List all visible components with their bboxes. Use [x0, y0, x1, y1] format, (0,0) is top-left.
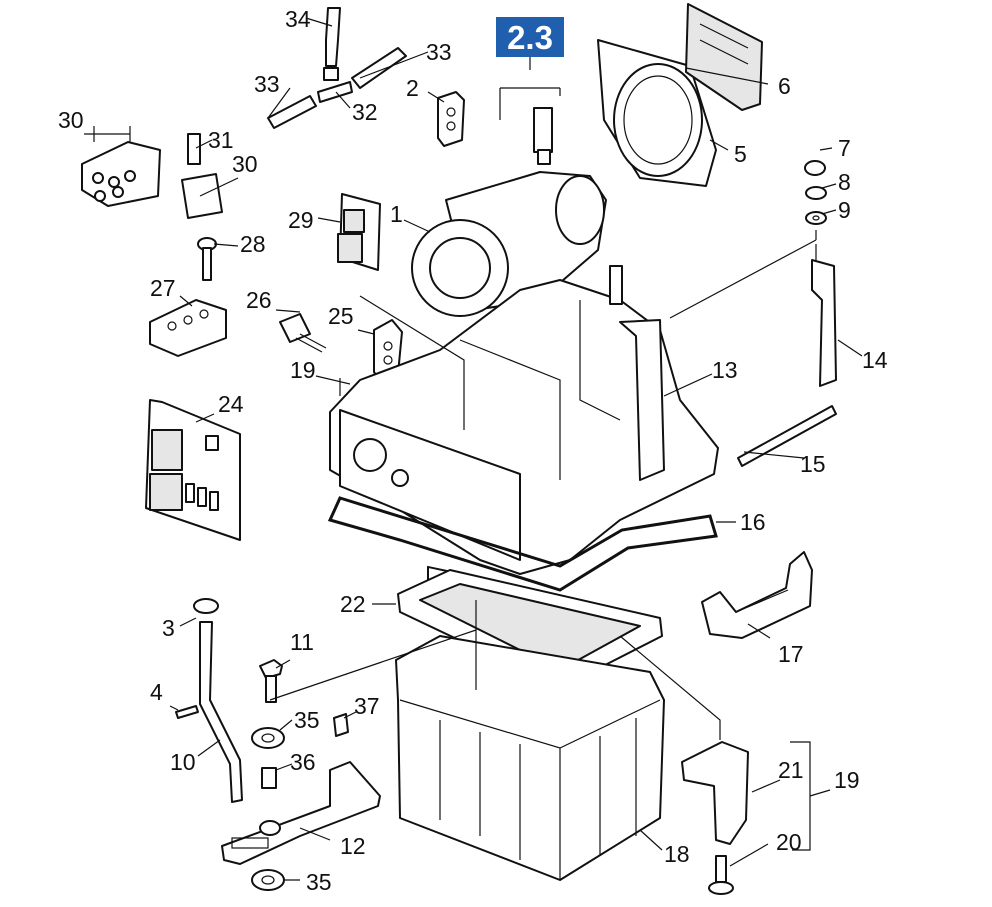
callout-4: 4 [150, 679, 163, 705]
part-fan-cover-5[interactable] [597, 39, 717, 187]
part-bracket-14[interactable] [811, 244, 837, 387]
callout-20: 20 [776, 829, 802, 855]
part-flap-6[interactable] [685, 3, 763, 111]
part-gasket-16[interactable] [327, 496, 718, 592]
part-relay-board-29[interactable] [337, 193, 381, 271]
callout-19-right: 19 [834, 767, 860, 793]
section-badge-text: 2.3 [507, 19, 553, 56]
callout-30-left: 30 [58, 107, 84, 133]
callout-1: 1 [390, 201, 403, 227]
callout-21: 21 [778, 757, 804, 783]
part-main-housing-13[interactable] [329, 265, 719, 604]
callout-16: 16 [740, 509, 766, 535]
callout-8: 8 [838, 169, 851, 195]
part-washer-35-top[interactable] [251, 727, 285, 749]
part-washer-8[interactable] [805, 186, 827, 200]
leader-lines [84, 17, 863, 881]
part-washer-3[interactable] [193, 598, 219, 614]
part-screw-20[interactable] [708, 855, 734, 895]
callout-22: 22 [340, 591, 366, 617]
callout-25: 25 [328, 303, 354, 329]
part-capacitor-26[interactable] [279, 313, 327, 353]
callout-18: 18 [664, 841, 690, 867]
callout-27: 27 [150, 275, 176, 301]
callout-7: 7 [838, 135, 851, 161]
callout-31: 31 [208, 127, 234, 153]
part-fuse-31[interactable] [187, 133, 201, 165]
part-screw-28[interactable] [197, 237, 217, 281]
part-foot-37[interactable] [333, 713, 349, 737]
callout-29: 29 [288, 207, 314, 233]
part-tank-18[interactable] [395, 635, 665, 881]
callout-37: 37 [354, 693, 380, 719]
callout-3: 3 [162, 615, 175, 641]
callout-33-left: 33 [254, 71, 280, 97]
part-spacer-36[interactable] [261, 767, 277, 789]
callout-2: 2 [406, 75, 419, 101]
callout-35-bottom: 35 [306, 869, 332, 895]
part-washer-35-bottom[interactable] [251, 869, 285, 891]
callout-6: 6 [778, 73, 791, 99]
callout-36: 36 [290, 749, 316, 775]
part-rod-15[interactable] [737, 405, 837, 467]
part-tube-10[interactable] [199, 621, 243, 803]
callout-5: 5 [734, 141, 747, 167]
callout-28: 28 [240, 231, 266, 257]
callout-30-right: 30 [232, 151, 258, 177]
part-terminal-block-30[interactable] [81, 141, 161, 207]
part-bracket-12[interactable] [221, 761, 381, 865]
part-screw-11[interactable] [259, 659, 283, 703]
part-pin-4[interactable] [175, 705, 199, 719]
callout-labels: 34 33 33 32 2 6 5 7 8 9 30 31 30 28 29 1… [58, 6, 888, 895]
callout-15: 15 [800, 451, 826, 477]
callout-11: 11 [290, 629, 314, 655]
callout-32: 32 [352, 99, 378, 125]
section-badge[interactable]: 2.3 [496, 17, 564, 57]
part-hoses-tee[interactable] [267, 7, 407, 129]
part-pcb-24[interactable] [145, 399, 241, 541]
callout-34: 34 [285, 6, 311, 32]
part-filter-22[interactable] [397, 569, 663, 689]
part-handle-17[interactable] [701, 551, 813, 639]
callout-33-right: 33 [426, 39, 452, 65]
part-washer-9[interactable] [805, 211, 827, 225]
part-bracket-21[interactable] [681, 741, 749, 845]
callout-12: 12 [340, 833, 366, 859]
part-nut-7[interactable] [804, 160, 826, 176]
callout-24: 24 [218, 391, 244, 417]
part-blower-motor-1[interactable] [411, 107, 607, 317]
part-terminal-strip-27[interactable] [149, 299, 227, 357]
callout-9: 9 [838, 197, 851, 223]
callout-14: 14 [862, 347, 888, 373]
part-fuse-holder-30[interactable] [181, 173, 223, 219]
callout-10: 10 [170, 749, 196, 775]
callout-35-top: 35 [294, 707, 320, 733]
callout-19-top: 19 [290, 357, 316, 383]
callout-17: 17 [778, 641, 804, 667]
part-grommet-2[interactable] [437, 91, 465, 147]
callout-26: 26 [246, 287, 272, 313]
badge-leader [499, 57, 561, 120]
callout-13: 13 [712, 357, 738, 383]
